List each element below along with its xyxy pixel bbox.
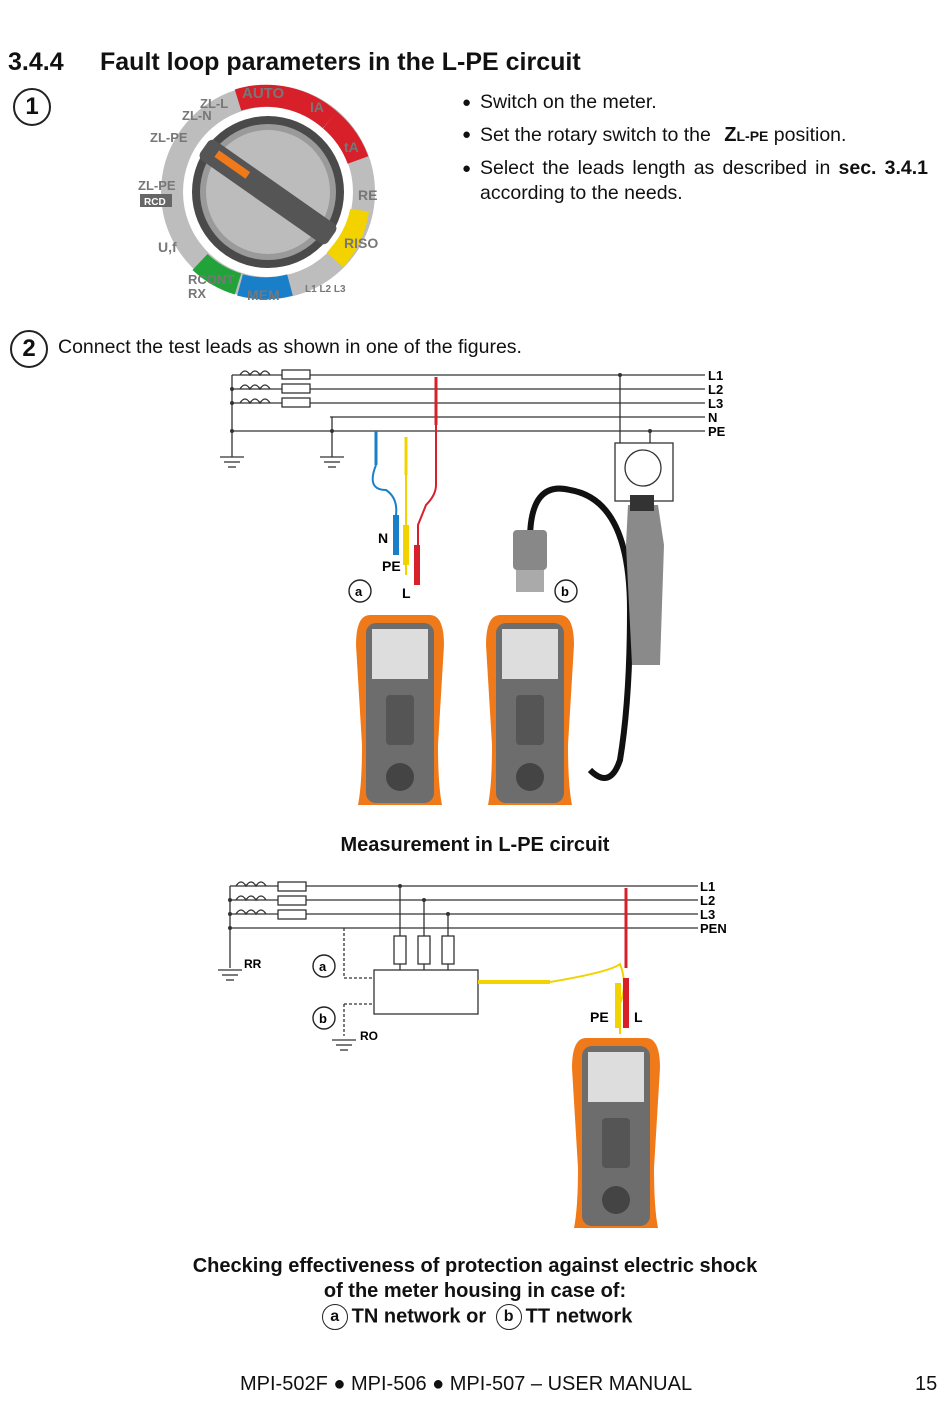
bullet-3-text: Select the leads length as described in bbox=[480, 156, 839, 179]
dial-label-mem: MEM bbox=[247, 287, 280, 303]
label2-l: L bbox=[634, 1009, 643, 1025]
caption-diagram-2-line-2: of the meter housing in case of: bbox=[323, 1280, 627, 1302]
step-1-instructions: Switch on the meter. Set the rotary swit… bbox=[462, 90, 928, 213]
label2-pe: PE bbox=[590, 1009, 609, 1025]
line2-label-pen: PEN bbox=[700, 921, 727, 936]
caption-b-text: TT network bbox=[525, 1305, 633, 1328]
dial-label-riso: RISO bbox=[344, 235, 378, 251]
marker-a: a bbox=[355, 584, 363, 599]
line-label-l1: L1 bbox=[708, 368, 723, 383]
z-symbol: Z bbox=[724, 124, 737, 147]
rcd-tag bbox=[140, 194, 172, 207]
label-rr: RR bbox=[244, 957, 262, 971]
dial-label-zlpe: ZL-PE bbox=[150, 130, 188, 145]
label-ro: RO bbox=[360, 1029, 378, 1043]
bullet-2-before: Set the rotary switch to the bbox=[480, 124, 717, 147]
meter-b bbox=[486, 615, 574, 805]
line-label-l2: L2 bbox=[708, 382, 723, 397]
line2-label-l2: L2 bbox=[700, 893, 715, 908]
diagram-lpe-measurement: L1 L2 L3 N PE N PE L a b bbox=[220, 368, 726, 805]
dial-ring bbox=[161, 84, 375, 300]
bullet-1-text: Switch on the meter. bbox=[480, 91, 657, 113]
dial-label-rcd: RCD bbox=[144, 197, 166, 208]
caption-diagram-2-line-1: Checking effectiveness of protection aga… bbox=[192, 1255, 758, 1277]
bullet-rotary: Set the rotary switch to the ZL-PE posit… bbox=[462, 122, 928, 148]
caption-marker-b: b bbox=[495, 1304, 522, 1330]
dial-label-zll: ZL-L bbox=[200, 96, 228, 111]
rotary-switch-illustration: AUTO ZL-L ZL-N ZL-PE ZL-PE RCD IA tA RE … bbox=[138, 84, 378, 303]
section-number: 3.4.4 bbox=[8, 48, 64, 76]
section-ref[interactable]: sec. 3.4.1 bbox=[838, 156, 928, 179]
meter-a bbox=[356, 615, 444, 805]
marker2-a: a bbox=[319, 959, 327, 974]
dial-label-rx: RX bbox=[188, 286, 206, 301]
line-label-pe: PE bbox=[708, 424, 726, 439]
line2-label-l3: L3 bbox=[700, 907, 715, 922]
dial-label-rcont: RCONT bbox=[188, 272, 234, 287]
footer-text: MPI-502F ● MPI-506 ● MPI-507 – USER MANU… bbox=[240, 1373, 693, 1395]
caption-a-text: TN network or bbox=[351, 1305, 487, 1328]
line-label-n: N bbox=[708, 410, 717, 425]
diagram-protection-check: L1 L2 L3 PEN RR RO a b PE L bbox=[218, 879, 727, 1228]
dial-label-ta: tA bbox=[344, 139, 359, 155]
dial-label-re: RE bbox=[358, 187, 377, 203]
line2-label-l1: L1 bbox=[700, 879, 715, 894]
test-leads bbox=[371, 377, 438, 585]
bullet-2-after: position. bbox=[768, 124, 847, 147]
bullet-switch-on: Switch on the meter. bbox=[462, 90, 928, 116]
dial-label-auto: AUTO bbox=[242, 85, 285, 102]
lead-label-pe: PE bbox=[382, 558, 401, 574]
section-title: Fault loop parameters in the L-PE circui… bbox=[100, 48, 581, 76]
bullet-3-after: according to the needs. bbox=[480, 182, 683, 205]
marker-b: b bbox=[561, 584, 569, 599]
caption-marker-a: a bbox=[321, 1304, 348, 1330]
lead-label-l: L bbox=[402, 585, 411, 601]
step-2-badge: 2 bbox=[10, 330, 48, 368]
step-1-badge: 1 bbox=[13, 88, 51, 126]
dial-label-phase: L1 L2 L3 bbox=[305, 284, 346, 295]
z-subscript: L-PE bbox=[736, 128, 769, 145]
dial-label-ia: IA bbox=[310, 99, 324, 115]
line-label-l3: L3 bbox=[708, 396, 723, 411]
dial-label-zlpe-rcd: ZL-PE bbox=[138, 178, 176, 193]
lead-label-n: N bbox=[378, 530, 388, 546]
page-number: 15 bbox=[915, 1373, 938, 1395]
bullet-leads: Select the leads length as described in … bbox=[462, 156, 928, 207]
step-2-text: Connect the test leads as shown in one o… bbox=[58, 336, 522, 358]
meter-c bbox=[572, 1038, 660, 1228]
dial-label-zln: ZL-N bbox=[182, 108, 212, 123]
marker2-b: b bbox=[319, 1011, 327, 1026]
caption-diagram-1: Measurement in L-PE circuit bbox=[340, 834, 610, 856]
dial-label-uf: U,f bbox=[158, 239, 177, 255]
